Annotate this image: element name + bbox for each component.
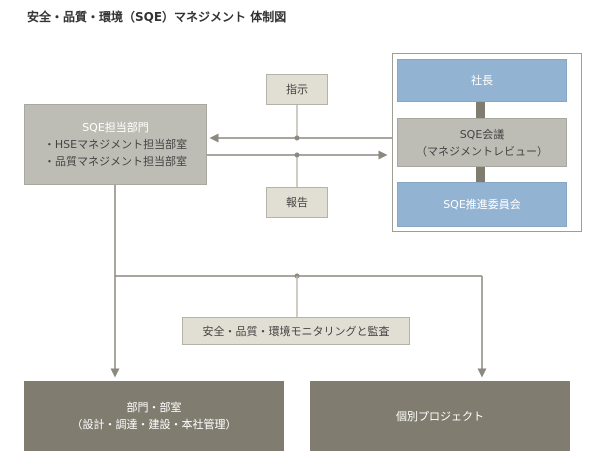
projects-box: 個別プロジェクト <box>310 381 570 451</box>
diagram-title: 安全・品質・環境（SQE）マネジメント 体制図 <box>27 10 287 24</box>
divisions-subtitle: （設計・調達・建設・本社管理） <box>71 418 237 431</box>
president-box: 社長 <box>397 59 567 102</box>
divisions-title: 部門・部室 <box>126 401 182 414</box>
instruction-dot <box>294 135 300 141</box>
divisions-box: 部門・部室 （設計・調達・建設・本社管理） <box>24 381 284 451</box>
report-label: 報告 <box>266 187 328 218</box>
meeting-committee-connector <box>476 166 485 184</box>
sqe-department-heading: SQE担当部門 <box>82 121 149 134</box>
monitoring-label: 安全・品質・環境モニタリングと監査 <box>182 317 410 345</box>
sqe-department-item: ・品質マネジメント担当部室 <box>44 155 187 168</box>
sqe-department-box: SQE担当部門 ・HSEマネジメント担当部室 ・品質マネジメント担当部室 <box>24 104 207 185</box>
sqe-meeting-box: SQE会議 （マネジメントレビュー） <box>397 118 567 167</box>
instruction-label: 指示 <box>266 74 328 105</box>
sqe-committee-box: SQE推進委員会 <box>397 182 567 227</box>
president-meeting-connector <box>476 100 485 120</box>
report-dot <box>294 152 300 158</box>
sqe-meeting-subtitle: （マネジメントレビュー） <box>416 144 548 158</box>
sqe-department-item: ・HSEマネジメント担当部室 <box>43 138 188 151</box>
sqe-meeting-title: SQE会議 <box>459 127 505 141</box>
